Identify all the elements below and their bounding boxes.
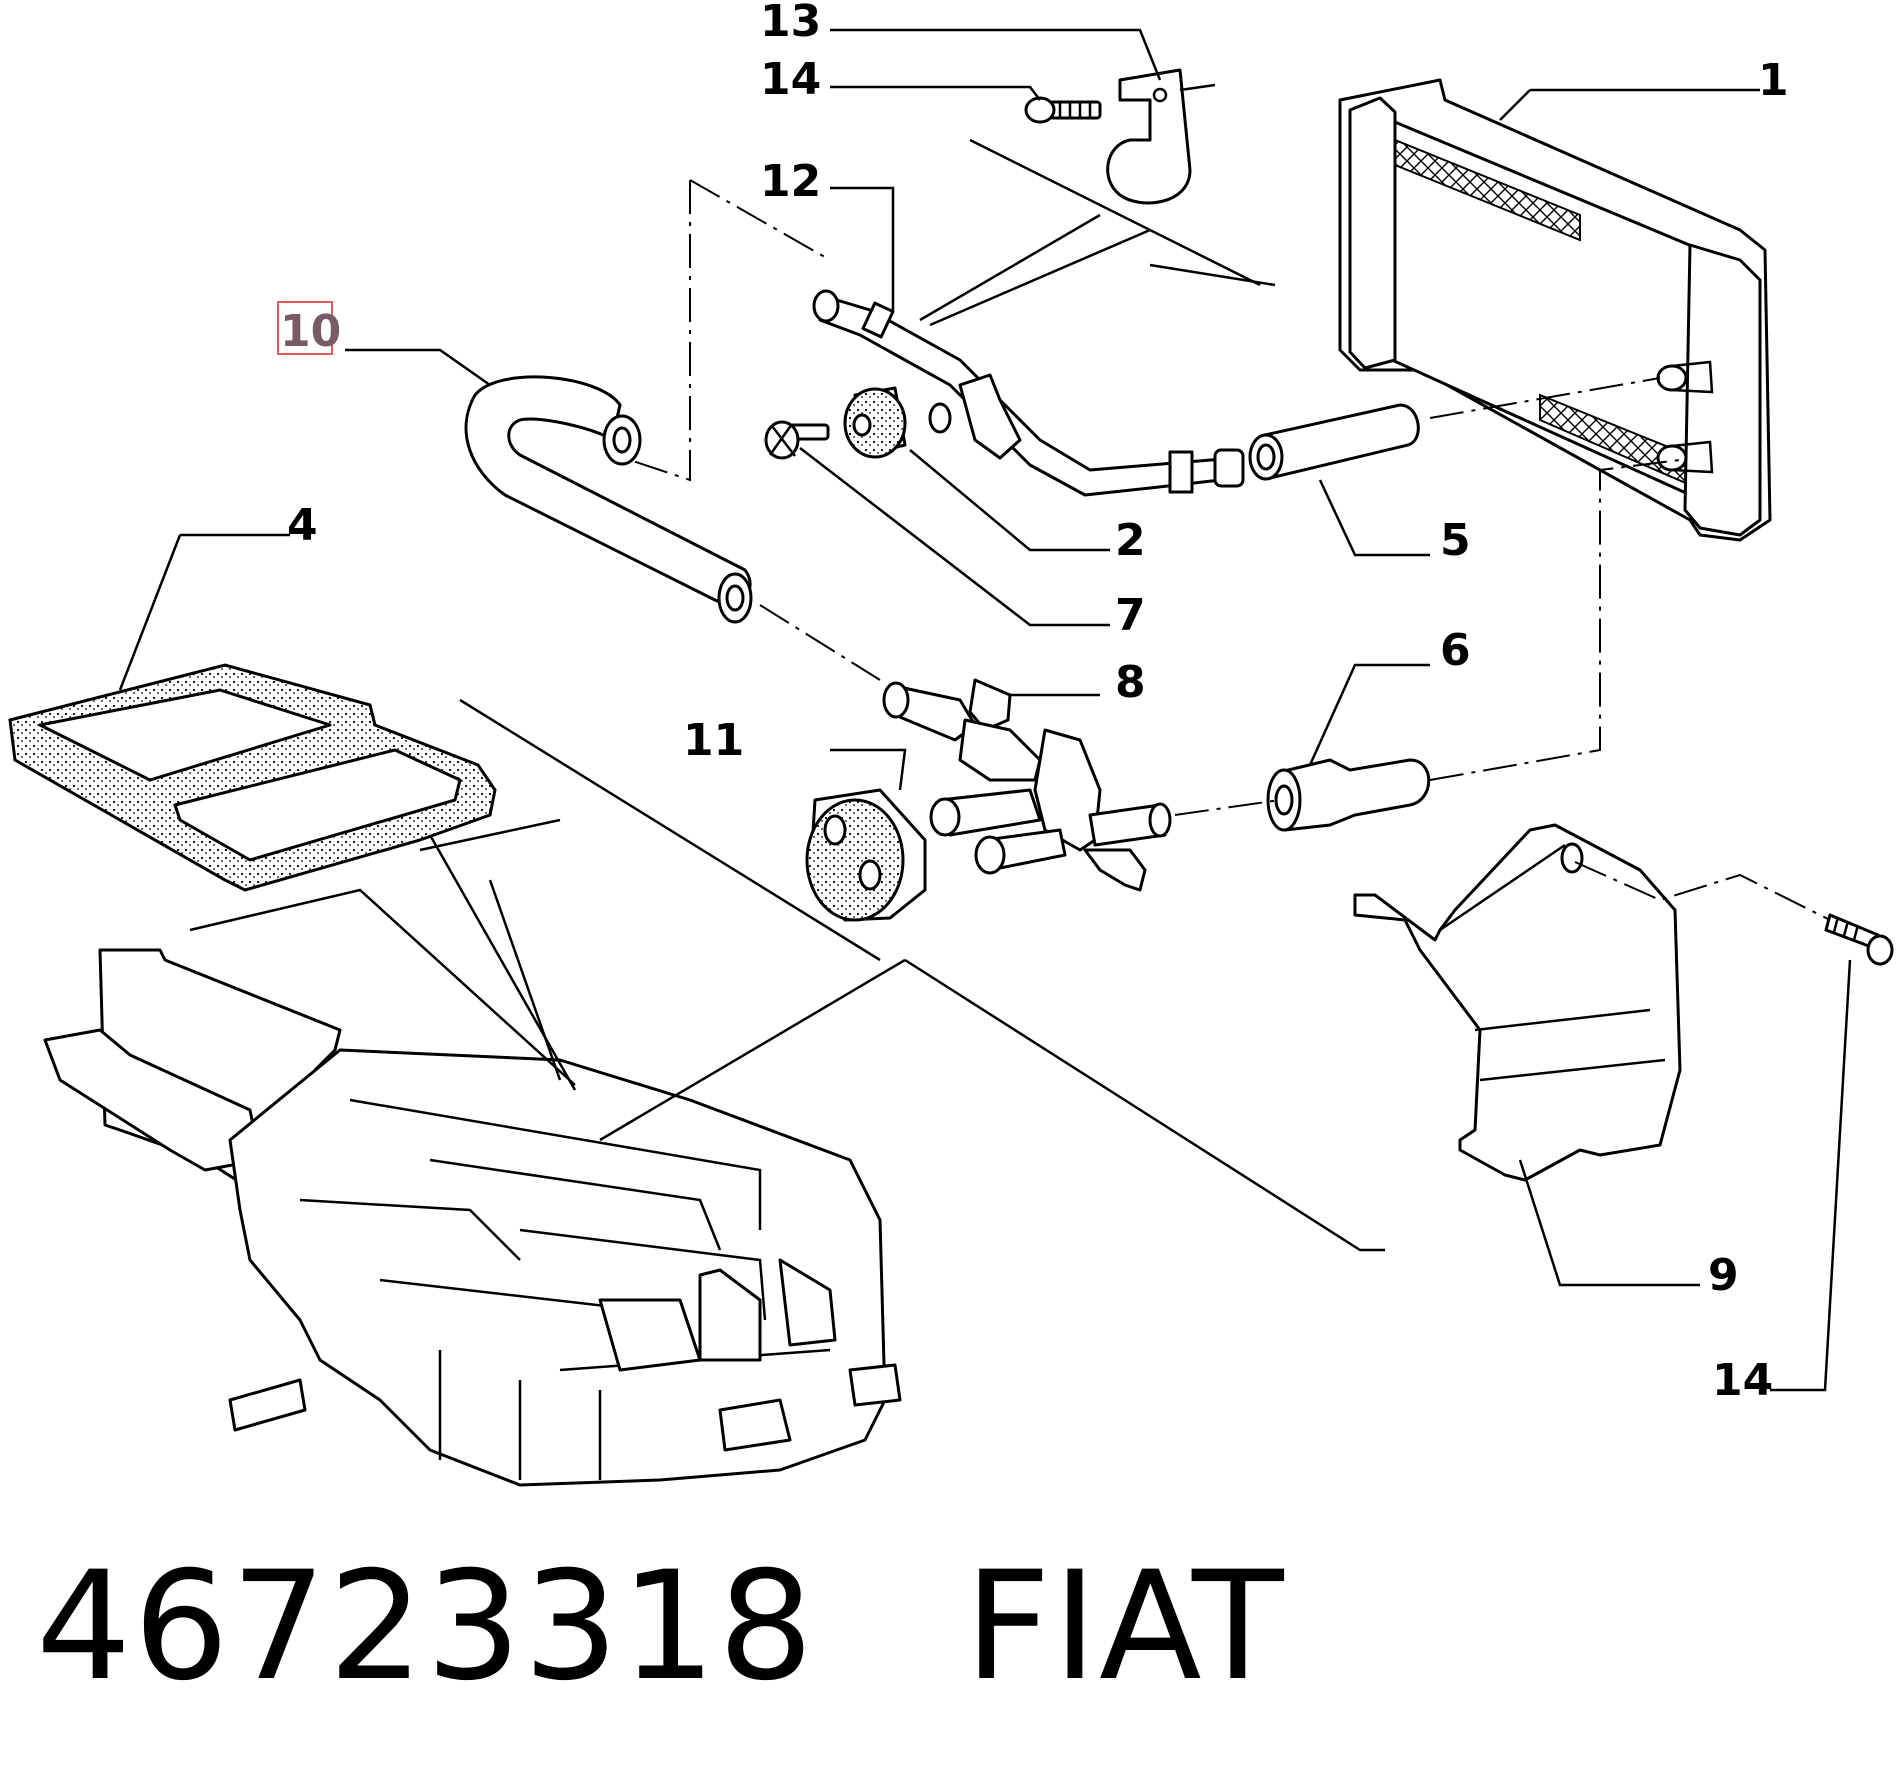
valve-grommet[interactable] xyxy=(805,788,927,922)
callout-9[interactable]: 9 xyxy=(1708,1250,1739,1301)
heater-box-housing xyxy=(43,948,902,1487)
screw-right[interactable] xyxy=(1824,913,1894,966)
callout-14-right[interactable]: 14 xyxy=(1712,1355,1773,1406)
straight-heater-hose[interactable] xyxy=(1248,403,1420,481)
callout-13[interactable]: 13 xyxy=(760,0,821,47)
heater-control-valve[interactable] xyxy=(882,678,1172,892)
part-number: 46723318 xyxy=(36,1540,816,1714)
callout-14-top[interactable]: 14 xyxy=(760,54,821,105)
u-shaped-heater-hose[interactable] xyxy=(464,375,753,624)
heater-radiator[interactable] xyxy=(1338,78,1772,542)
bleed-screw[interactable] xyxy=(764,420,830,460)
rubber-grommet[interactable] xyxy=(843,386,907,459)
callout-1[interactable]: 1 xyxy=(1758,55,1789,106)
callout-10-highlight-box xyxy=(277,301,333,355)
callout-labels: 1 2 4 5 6 7 8 9 10 11 12 13 14 14 xyxy=(277,0,1789,1406)
callout-5[interactable]: 5 xyxy=(1440,515,1471,566)
callout-4[interactable]: 4 xyxy=(287,500,318,551)
callout-6[interactable]: 6 xyxy=(1440,625,1471,676)
callout-12[interactable]: 12 xyxy=(760,156,821,207)
callout-11[interactable]: 11 xyxy=(683,715,744,766)
part-number-footer: 46723318 FIAT xyxy=(36,1540,1286,1714)
callout-8[interactable]: 8 xyxy=(1115,657,1146,708)
hose-clamp-bracket[interactable] xyxy=(1106,68,1216,205)
callout-7[interactable]: 7 xyxy=(1115,590,1146,641)
formed-heater-hose[interactable] xyxy=(1266,758,1431,832)
brand-name: FIAT xyxy=(964,1540,1286,1714)
foam-gasket-frame[interactable] xyxy=(8,663,497,892)
callout-2[interactable]: 2 xyxy=(1115,515,1146,566)
callout-10[interactable]: 10 xyxy=(280,306,341,357)
rigid-coolant-pipe[interactable] xyxy=(812,289,1245,497)
screw-top[interactable] xyxy=(1024,96,1102,124)
valve-cover-bracket[interactable] xyxy=(1353,823,1682,1182)
leader-lines xyxy=(118,28,1852,1392)
